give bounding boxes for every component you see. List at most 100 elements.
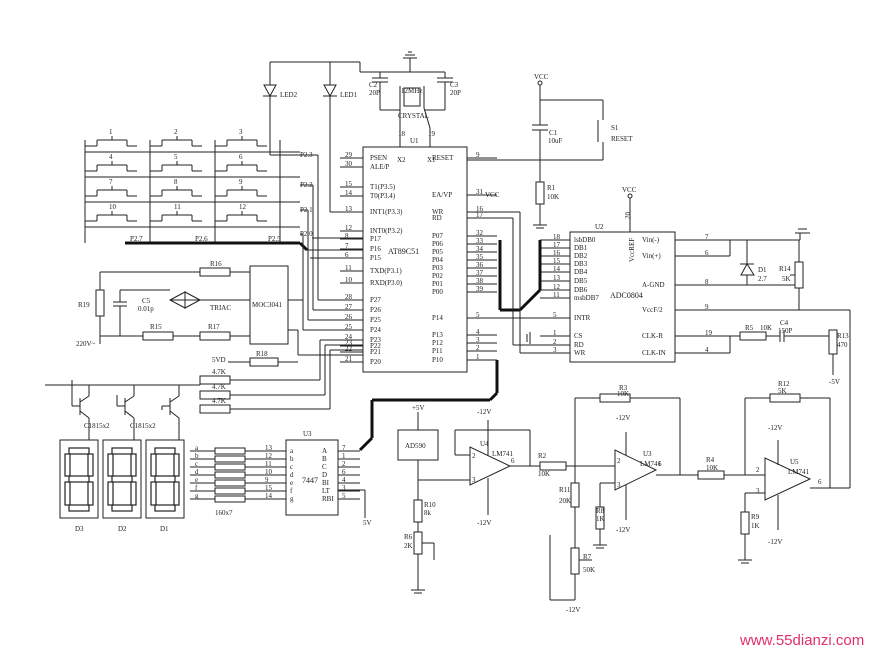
mcu-pinnum-left-15: 24: [345, 333, 353, 341]
mcu-chip: AT89C51 U1 PSEN29ALE/P30T1(P3.5)15T0(P3.…: [340, 128, 497, 373]
seg-label-4: e: [195, 476, 198, 484]
adc-right-wiring: R5 10K C4 150P D1 2.7 R14 5K R13 470 -5V: [675, 228, 851, 488]
mcu-pinnum-left-14: 25: [345, 323, 353, 331]
mcu-pin-right-15: P11: [432, 347, 443, 355]
mcu-pinnum-right-0: 9: [476, 151, 480, 159]
mcu-pinnum-left-11: 28: [345, 293, 353, 301]
adc-pin-left-10: RD: [574, 341, 584, 349]
keypad-key: 10: [85, 203, 137, 222]
adc-pinnum-right-2: 8: [705, 278, 709, 286]
r18-label: R18: [256, 350, 268, 358]
watermark: www.55dianzi.com: [739, 632, 864, 649]
adc-pin-left-2: DB2: [574, 252, 588, 260]
r3-label: R3: [619, 384, 628, 392]
u5-pin2: 2: [756, 466, 760, 474]
mcu-pin-left-12: P26: [370, 306, 381, 314]
adc-pinnum-left-9: 1: [553, 329, 557, 337]
decoder-pinnum-right-1: 1: [342, 452, 346, 460]
moc-name: MOC3041: [252, 301, 282, 309]
mcu-pin-left-3: T0(P3.4): [370, 192, 396, 200]
adc-pin-left-11: WR: [574, 349, 586, 357]
r9-label: R9: [751, 513, 760, 521]
adc-pin-left-1: DB1: [574, 244, 588, 252]
u3-name: LM741: [640, 460, 662, 468]
mcu-pinnum-left-18: 21: [345, 355, 353, 363]
mcu-pin-right-9: P02: [432, 272, 443, 280]
mcu-pin-right-4: P07: [432, 232, 443, 240]
rt-label: R19: [78, 301, 90, 309]
mcu-pin-left-16: P22: [370, 342, 381, 350]
adc-name: ADC0804: [610, 291, 643, 300]
mcu-pinnum-right-16: 1: [476, 353, 480, 361]
mcu-pinnum-left-13: 26: [345, 313, 353, 321]
decoder-pin-left-2: c: [290, 463, 293, 471]
crystal-section: C2 20P C3 20P 12MHz CRYSTAL: [369, 51, 461, 129]
mcu-pinnum-left-0: 29: [345, 151, 353, 159]
mcu-pin-left-7: P16: [370, 245, 381, 253]
mcu-name: AT89C51: [388, 247, 419, 256]
ad590-5v: +5V: [412, 404, 425, 412]
mcu-pinnum-right-13: 4: [476, 328, 480, 336]
mcu-pinnum-right-3: 17: [476, 211, 484, 219]
adc-pinnum-left-7: 11: [553, 291, 560, 299]
r18-value: 5VD: [212, 356, 226, 364]
mcu-pinnum-left-5: 12: [345, 224, 353, 232]
r1-value: 10K: [547, 193, 559, 201]
keypad-key-label: 6: [239, 153, 243, 161]
r4-label: R4: [706, 456, 715, 464]
crystal-freq: 12MHz: [401, 87, 422, 95]
transistor-mid: [116, 385, 135, 440]
decoder-pinnum-left-4: 9: [265, 476, 269, 484]
mcu-pinnum-right-4: 32: [476, 229, 484, 237]
decoder-pinnum-left-1: 12: [265, 452, 273, 460]
r47a: 4.7K: [212, 368, 226, 376]
seven-segment-displays: [59, 439, 185, 519]
adc-pin-left-5: DB5: [574, 277, 588, 285]
mcu-pinnum-right-9: 37: [476, 269, 484, 277]
r16-label: R16: [210, 260, 222, 268]
adc-pin-left-3: DB3: [574, 260, 588, 268]
mcu-x2: X2: [397, 156, 406, 164]
adc-pinnum-left-6: 12: [553, 283, 561, 291]
u3-m12: -12V: [616, 414, 630, 422]
analog-front-end: AD590 +5V R10 8k R6 2K U4 LM741 2 3 6 -1…: [397, 380, 850, 614]
mcu-pin-right-10: P01: [432, 280, 443, 288]
d2-label: D2: [118, 525, 127, 533]
mcu-pin-right-0: RESET: [432, 154, 454, 162]
q2-label: C1815x2: [130, 422, 156, 430]
mcu-pinnum-left-7: 7: [345, 242, 349, 250]
display-d2: [102, 439, 142, 519]
keypad-key: 7: [85, 178, 137, 197]
mcu-pinnum-right-7: 35: [476, 253, 484, 261]
mcu-pin-left-4: INT1(P3.3): [370, 208, 403, 216]
u4-pin2: 2: [472, 452, 476, 460]
decoder-pin-left-0: a: [290, 447, 294, 455]
mcu-pin-left-8: P15: [370, 254, 381, 262]
u4-name: LM741: [492, 450, 514, 458]
u4-m12b: -12V: [477, 519, 491, 527]
data-bus: [467, 211, 570, 354]
mcu-pinnum-left-12: 27: [345, 303, 353, 311]
mcu-pinnum-right-10: 38: [476, 277, 484, 285]
mcu-pin-left-1: ALE/P: [370, 163, 390, 171]
display-d3: [59, 439, 99, 519]
transistor-left: [71, 380, 90, 440]
u5-pin3: 3: [756, 487, 760, 495]
adc-pin-right-3: VccF/2: [642, 306, 663, 314]
keypad-key: 6: [215, 153, 267, 172]
keypad-key-label: 8: [174, 178, 178, 186]
decoder-pinnum-left-0: 13: [265, 444, 273, 452]
mcu-pinnum-left-1: 30: [345, 160, 353, 168]
mcu-pinnum-left-3: 14: [345, 189, 353, 197]
resistor-3: [214, 471, 246, 479]
r13-value: 470: [837, 341, 848, 349]
r14-label: R14: [779, 265, 791, 273]
decoder-pinnum-left-3: 10: [265, 468, 273, 476]
reset-circuit: VCC C1 10uF S1 RESET R1 10K: [532, 73, 633, 229]
decoder-pin-left-4: e: [290, 479, 293, 487]
seg-label-2: c: [195, 460, 198, 468]
mcu-x2-num: 18: [398, 130, 406, 138]
q1-label: C1815x2: [84, 422, 110, 430]
mcu-pin-right-5: P06: [432, 240, 443, 248]
mcu-pin-right-13: P13: [432, 331, 443, 339]
